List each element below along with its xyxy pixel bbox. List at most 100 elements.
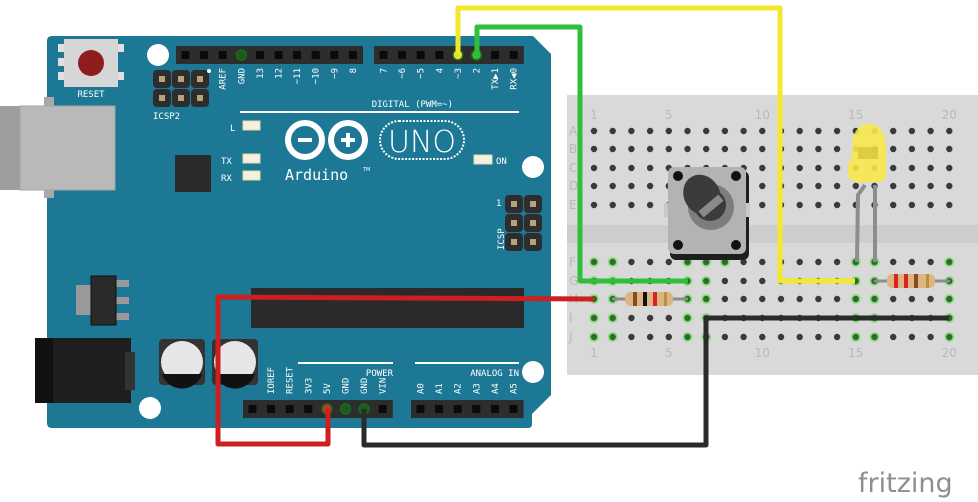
icsp-pin[interactable] [530, 239, 536, 245]
breadboard-hole[interactable] [852, 295, 859, 303]
breadboard-hole[interactable] [908, 182, 916, 190]
icsp-pin[interactable] [159, 76, 165, 82]
header-pin[interactable] [398, 51, 407, 59]
breadboard-hole[interactable] [852, 182, 859, 190]
breadboard-hole[interactable] [815, 145, 822, 153]
breadboard-hole[interactable] [890, 127, 897, 135]
breadboard-hole[interactable] [777, 333, 785, 341]
breadboard-hole[interactable] [796, 258, 803, 266]
breadboard-hole[interactable] [815, 127, 822, 135]
breadboard-hole[interactable] [609, 164, 616, 172]
breadboard-hole[interactable] [815, 258, 822, 266]
breadboard-hole[interactable] [628, 314, 635, 322]
breadboard-hole[interactable] [609, 145, 616, 153]
breadboard-hole[interactable] [890, 182, 897, 190]
yellow-led[interactable] [848, 124, 886, 263]
breadboard-hole[interactable] [890, 201, 897, 209]
resistor[interactable] [612, 292, 688, 306]
breadboard-hole[interactable] [646, 145, 654, 153]
breadboard-hole[interactable] [890, 258, 897, 266]
wire-red-5v[interactable] [215, 294, 595, 447]
icsp-pin[interactable] [197, 95, 203, 101]
breadboard-hole[interactable] [628, 182, 635, 190]
breadboard-hole[interactable] [759, 258, 766, 266]
reset-button[interactable] [58, 39, 124, 87]
breadboard-hole[interactable] [908, 295, 916, 303]
breadboard-hole[interactable] [815, 182, 822, 190]
breadboard-hole[interactable] [590, 201, 598, 209]
header-pin[interactable] [472, 405, 481, 413]
breadboard-hole[interactable] [665, 333, 672, 341]
breadboard-hole[interactable] [927, 258, 934, 266]
breadboard-hole[interactable] [703, 127, 710, 135]
breadboard-hole[interactable] [927, 182, 934, 190]
header-pin[interactable] [248, 405, 257, 413]
breadboard-hole[interactable] [946, 145, 953, 153]
breadboard-hole[interactable] [796, 182, 803, 190]
breadboard-hole[interactable] [759, 127, 766, 135]
breadboard-hole[interactable] [796, 333, 803, 341]
breadboard-hole[interactable] [815, 201, 822, 209]
breadboard-hole[interactable] [740, 145, 747, 153]
breadboard-hole[interactable] [946, 182, 953, 190]
breadboard-hole[interactable] [609, 201, 616, 209]
breadboard-hole[interactable] [759, 145, 766, 153]
breadboard-hole[interactable] [908, 127, 916, 135]
breadboard-hole[interactable] [590, 145, 598, 153]
breadboard-hole[interactable] [796, 145, 803, 153]
header-pin[interactable] [379, 51, 388, 59]
breadboard-hole[interactable] [796, 127, 803, 135]
breadboard-hole[interactable] [665, 314, 672, 322]
breadboard-hole[interactable] [646, 164, 654, 172]
breadboard-hole[interactable] [684, 314, 691, 322]
breadboard-hole[interactable] [684, 258, 691, 266]
breadboard-hole[interactable] [628, 333, 635, 341]
wire-green-pin2[interactable] [474, 24, 688, 284]
header-pin[interactable] [416, 405, 425, 413]
breadboard-hole[interactable] [721, 277, 729, 285]
breadboard-hole[interactable] [740, 258, 747, 266]
breadboard-hole[interactable] [871, 295, 878, 303]
breadboard-hole[interactable] [590, 127, 598, 135]
breadboard-hole[interactable] [946, 127, 953, 135]
breadboard-hole[interactable] [833, 127, 841, 135]
breadboard-hole[interactable] [609, 314, 616, 322]
breadboard-hole[interactable] [609, 182, 616, 190]
breadboard-hole[interactable] [665, 258, 672, 266]
header-pin[interactable] [181, 51, 190, 59]
breadboard-hole[interactable] [927, 127, 934, 135]
breadboard-hole[interactable] [703, 277, 710, 285]
breadboard-hole[interactable] [646, 182, 654, 190]
breadboard-hole[interactable] [590, 314, 598, 322]
breadboard-hole[interactable] [646, 314, 654, 322]
breadboard-hole[interactable] [609, 127, 616, 135]
breadboard-hole[interactable] [946, 201, 953, 209]
breadboard-hole[interactable] [890, 295, 897, 303]
breadboard-hole[interactable] [796, 201, 803, 209]
header-pin[interactable] [218, 51, 227, 59]
breadboard-hole[interactable] [703, 258, 710, 266]
breadboard-hole[interactable] [815, 164, 822, 172]
breadboard-hole[interactable] [721, 258, 729, 266]
breadboard-hole[interactable] [796, 164, 803, 172]
breadboard-hole[interactable] [740, 277, 747, 285]
header-pin[interactable] [509, 51, 518, 59]
breadboard-hole[interactable] [684, 333, 691, 341]
header-pin[interactable] [435, 51, 444, 59]
breadboard-hole[interactable] [815, 333, 822, 341]
header-pin[interactable] [491, 51, 500, 59]
breadboard-hole[interactable] [908, 333, 916, 341]
resistor[interactable] [874, 274, 950, 288]
breadboard-hole[interactable] [665, 127, 672, 135]
breadboard-hole[interactable] [759, 333, 766, 341]
breadboard-hole[interactable] [908, 145, 916, 153]
header-pin[interactable] [274, 51, 283, 59]
breadboard-hole[interactable] [833, 258, 841, 266]
breadboard-hole[interactable] [665, 145, 672, 153]
breadboard-hole[interactable] [871, 333, 878, 341]
breadboard-hole[interactable] [946, 258, 953, 266]
header-pin[interactable] [435, 405, 444, 413]
breadboard-hole[interactable] [590, 258, 598, 266]
breadboard-hole[interactable] [908, 164, 916, 172]
